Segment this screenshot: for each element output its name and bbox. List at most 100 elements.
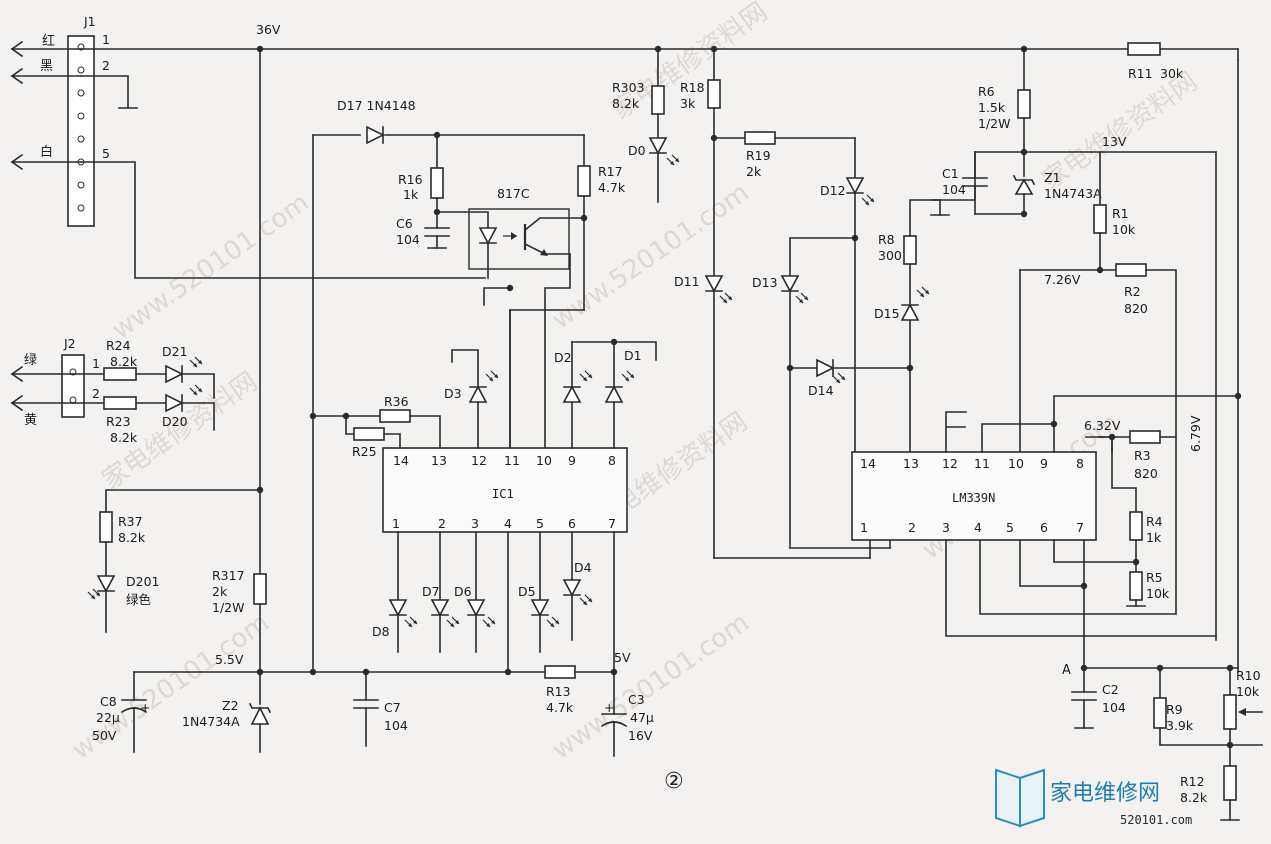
r23-ref: R23 bbox=[106, 414, 131, 429]
r19-ref: R19 bbox=[746, 148, 771, 163]
d201-color: 绿色 bbox=[126, 592, 152, 607]
lm339-pin-12: 12 bbox=[942, 456, 958, 471]
d8-label: D8 bbox=[372, 624, 390, 639]
r3-ref: R3 bbox=[1134, 448, 1151, 463]
watermark-cn: 家电维修资料网 bbox=[1037, 67, 1203, 196]
r1-ref: R1 bbox=[1112, 206, 1129, 221]
d17-branch: D17 1N4148 bbox=[312, 98, 585, 673]
j2-ref: J2 bbox=[63, 336, 76, 351]
r24-d21: R24 8.2k D21 bbox=[72, 338, 215, 399]
c7: C7 104 bbox=[353, 671, 408, 747]
r37-d201: R37 8.2k D201 绿色 bbox=[87, 489, 261, 633]
c2-ref: C2 bbox=[1102, 682, 1119, 697]
wire-black-label: 黑 bbox=[40, 59, 53, 74]
d3-label: D3 bbox=[444, 386, 462, 401]
r6-power: 1/2W bbox=[978, 116, 1010, 131]
c8-ref: C8 bbox=[100, 694, 117, 709]
c7-ref: C7 bbox=[384, 700, 401, 715]
r303-d0: R303 8.2k D0 bbox=[612, 48, 680, 203]
c8: + C8 22μ 50V bbox=[92, 671, 150, 753]
d13-d14: D13 D14 bbox=[752, 237, 914, 549]
r18-val: 3k bbox=[680, 96, 696, 111]
r6-val: 1.5k bbox=[978, 100, 1006, 115]
ic1-top-wiring: R36 R25 D3 D2 D1 bbox=[309, 309, 657, 459]
r13-ref: R13 bbox=[546, 684, 571, 699]
lm339-pin-13: 13 bbox=[903, 456, 919, 471]
z2-ref: Z2 bbox=[222, 698, 239, 713]
ic1-pin-7: 7 bbox=[608, 516, 616, 531]
ic1-pin-12: 12 bbox=[471, 453, 487, 468]
ic1-pin-3: 3 bbox=[471, 516, 479, 531]
c8-volt: 50V bbox=[92, 728, 117, 743]
rail-5v5-label: 5.5V bbox=[215, 652, 244, 667]
lm339-pin-1: 1 bbox=[860, 520, 868, 535]
ic1-pin-8: 8 bbox=[608, 453, 616, 468]
r11-ref: R11 bbox=[1128, 66, 1153, 81]
r317-val: 2k bbox=[212, 584, 228, 599]
d4-label: D4 bbox=[574, 560, 592, 575]
wire-white-label: 白 bbox=[40, 144, 53, 160]
rail-36v: 36V bbox=[80, 22, 1239, 61]
node-a-label: A bbox=[1062, 663, 1071, 678]
r19-d12: R19 2k D12 bbox=[713, 131, 875, 453]
rail-5v-label: 5V bbox=[614, 650, 631, 665]
r16-ref: R16 bbox=[398, 172, 423, 187]
r1-val: 10k bbox=[1112, 222, 1136, 237]
book-icon bbox=[995, 768, 1045, 828]
j1-pin-5: 5 bbox=[102, 146, 110, 161]
r317-ref: R317 bbox=[212, 568, 245, 583]
r317: R317 2k 1/2W bbox=[212, 48, 267, 673]
opto-label: 817C bbox=[497, 186, 530, 201]
r17-ref: R17 bbox=[598, 164, 623, 179]
r4-ref: R4 bbox=[1146, 514, 1163, 529]
r1-r2: R1 10k 7.26V R2 820 bbox=[979, 151, 1177, 615]
z2: Z2 1N4734A bbox=[182, 671, 272, 753]
c3-cap: 47μ bbox=[630, 710, 654, 725]
wire-red-label: 红 bbox=[42, 33, 55, 49]
c7-val: 104 bbox=[384, 718, 408, 733]
r5-val: 10k bbox=[1146, 586, 1170, 601]
r25-label: R25 bbox=[352, 444, 377, 459]
rail-13v-label: 13V bbox=[1102, 134, 1127, 149]
lm339-pin-6: 6 bbox=[1040, 520, 1048, 535]
r2-val: 820 bbox=[1124, 301, 1148, 316]
r3-val: 820 bbox=[1134, 466, 1158, 481]
ic1-pin-1: 1 bbox=[392, 516, 400, 531]
r11: R11 30k bbox=[1127, 42, 1239, 673]
lm339-pin-5: 5 bbox=[1006, 520, 1014, 535]
lm339-pin-2: 2 bbox=[908, 520, 916, 535]
lm339-pin-10: 10 bbox=[1008, 456, 1024, 471]
lm339-wiring: 6.32V R3 820 6.79V R4 1k R5 10k bbox=[945, 392, 1242, 669]
lm339-pin-8: 8 bbox=[1076, 456, 1084, 471]
r18-d11: R18 3k D11 bbox=[674, 48, 871, 559]
d15-label: D15 bbox=[874, 306, 900, 321]
ic1-pin-14: 14 bbox=[393, 453, 409, 468]
z1-val: 1N4743A bbox=[1044, 186, 1102, 201]
r4-val: 1k bbox=[1146, 530, 1162, 545]
d13-label: D13 bbox=[752, 275, 778, 290]
j2-pin-1: 1 bbox=[92, 356, 100, 371]
r12-ref: R12 bbox=[1180, 774, 1205, 789]
r5-ref: R5 bbox=[1146, 570, 1163, 585]
c8-plus: + bbox=[140, 700, 150, 715]
r37-ref: R37 bbox=[118, 514, 143, 529]
lm339-pin-3: 3 bbox=[942, 520, 950, 535]
d2-label: D2 bbox=[554, 350, 572, 365]
r17: R17 4.7k bbox=[483, 134, 626, 453]
rail-36v-label: 36V bbox=[256, 22, 281, 37]
ic1-bottom-leds: D8 D7 D6 D5 D4 bbox=[372, 531, 615, 676]
ic1-pin-4: 4 bbox=[504, 516, 512, 531]
rail-7v26-label: 7.26V bbox=[1044, 272, 1081, 287]
c3-ref: C3 bbox=[628, 692, 645, 707]
j1-pin-2: 2 bbox=[102, 58, 110, 73]
r37-val: 8.2k bbox=[118, 530, 146, 545]
lm339-pin-4: 4 bbox=[974, 520, 982, 535]
lm339-pin-14: 14 bbox=[860, 456, 876, 471]
r10-ref: R10 bbox=[1236, 668, 1261, 683]
r19-val: 2k bbox=[746, 164, 762, 179]
r6-c1-z1: R6 1.5k 1/2W C1 104 Z1 1N4743A 13V bbox=[942, 48, 1217, 641]
r303-val: 8.2k bbox=[612, 96, 640, 111]
ic1-name: IC1 bbox=[492, 487, 514, 501]
r17-val: 4.7k bbox=[598, 180, 626, 195]
watermark-text: www.520101.com bbox=[547, 178, 755, 336]
